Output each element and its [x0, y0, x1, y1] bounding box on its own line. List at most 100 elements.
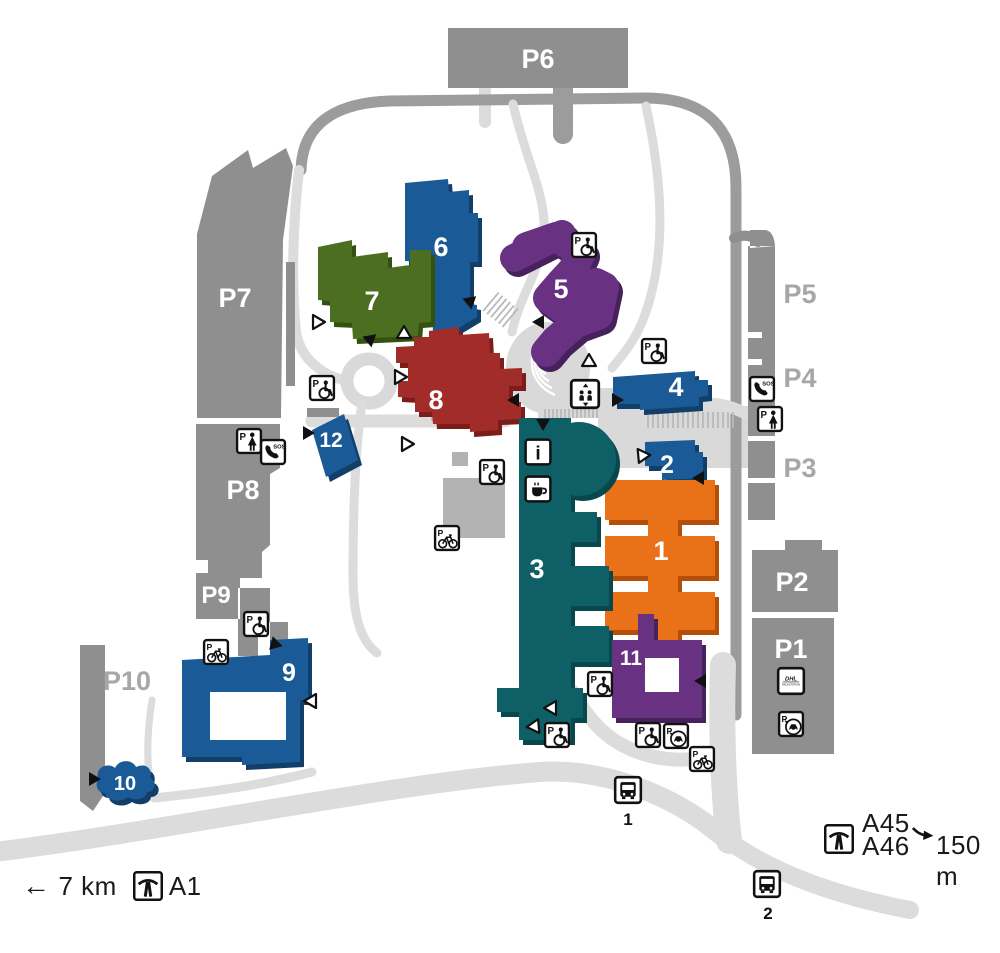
entrance-marker-icon: [89, 772, 101, 786]
icon-info: i: [524, 438, 552, 466]
entrance-marker-icon: [536, 419, 550, 431]
svg-text:P: P: [246, 615, 253, 626]
crosswalk: [647, 412, 734, 428]
motorway-a45-label: A45: [862, 808, 910, 838]
bus-stop-2-label: 2: [763, 904, 772, 923]
building-8: [396, 327, 526, 437]
parking-strip-gap: [746, 332, 762, 338]
parking-p9: [196, 573, 288, 656]
building-9-label: 9: [282, 659, 296, 687]
road: [709, 652, 742, 854]
svg-text:P: P: [239, 432, 246, 443]
icon-bus: [613, 775, 643, 805]
distance-a1-label: 7 km: [58, 870, 117, 901]
parking-p3-label: P3: [783, 453, 816, 483]
entrance-marker-icon: [694, 674, 706, 688]
icon-cafe: [524, 475, 552, 503]
svg-text:P: P: [312, 379, 319, 390]
secondary-entrance-marker-icon: [636, 447, 652, 464]
building-3: [497, 418, 620, 745]
service-building: [307, 408, 339, 417]
secondary-entrance-marker-icon: [393, 368, 409, 386]
parking-p7-label: P7: [218, 283, 251, 313]
svg-text:P: P: [547, 726, 554, 737]
entrance-markers: [89, 296, 706, 786]
svg-text:P: P: [760, 410, 767, 421]
icon-sos-phone: SOS: [748, 375, 776, 403]
parking-p9-label: P9: [201, 582, 230, 609]
building-6-label: 6: [433, 232, 448, 262]
road: [607, 101, 665, 373]
service-building: [286, 262, 295, 386]
motorway-icon: [132, 871, 163, 901]
parking-p10: [80, 645, 105, 811]
legend-a1: ← 7 km A1: [22, 870, 202, 902]
icon-parking-accessible: P: [242, 610, 270, 638]
parking-p5: [748, 230, 775, 520]
parking-p8: [196, 424, 280, 578]
building-5-label: 5: [553, 274, 568, 304]
icon-parking-accessible: P: [634, 721, 662, 749]
svg-text:SOS: SOS: [273, 444, 285, 450]
secondary-entrance-marker-icon: [580, 352, 598, 368]
building-9-courtyard: [210, 692, 286, 740]
entrance-marker-icon: [532, 315, 544, 329]
building-1: [605, 480, 719, 657]
icon-parking-accessible: P: [478, 458, 506, 486]
building-4-label: 4: [668, 372, 683, 402]
building-10: [96, 761, 159, 806]
parking-p8-label: P8: [226, 475, 259, 505]
building-11-courtyard: [645, 658, 679, 692]
distance-arrow-icon: [911, 827, 934, 840]
icon-bus: [752, 869, 782, 899]
road: [348, 398, 382, 658]
icon-elevator: [569, 378, 601, 410]
building-12: [312, 414, 362, 482]
building-7-label: 7: [364, 286, 379, 316]
building-10-label: 10: [114, 773, 136, 795]
parking-strip-gap: [746, 359, 762, 365]
parking-p7: [197, 148, 293, 418]
road: [295, 92, 742, 721]
building-3-label: 3: [529, 554, 544, 584]
svg-text:P: P: [437, 528, 443, 538]
entrance-marker-icon: [612, 393, 624, 407]
building-9: [182, 638, 312, 770]
building-7: [318, 240, 435, 344]
secondary-entrance-marker-icon: [542, 699, 558, 717]
entrance-marker-icon: [507, 393, 519, 407]
svg-text:P: P: [666, 726, 672, 736]
entrance-marker-icon: [269, 636, 283, 650]
motorway-a46-label: A46: [862, 831, 910, 861]
svg-text:DHL: DHL: [785, 677, 797, 683]
building-1-label: 1: [653, 536, 668, 566]
svg-text:i: i: [535, 443, 540, 464]
bus-stop-1-label: 1: [623, 810, 632, 829]
icon-parking-accessible: P: [543, 721, 571, 749]
icon-parking-women: P: [235, 427, 263, 455]
svg-text:P: P: [638, 726, 645, 737]
building-2: [645, 440, 707, 485]
parking-p2: [752, 540, 838, 612]
distance-150m-label: 150 m: [936, 830, 981, 891]
parking-areas: [80, 28, 838, 811]
building-12-label: 12: [319, 429, 342, 452]
icon-parking-accessible: P: [308, 374, 336, 402]
svg-text:P: P: [644, 342, 651, 353]
road: [149, 767, 317, 803]
svg-text:P: P: [692, 749, 698, 759]
service-building: [452, 452, 468, 466]
icon-parking-electric: P: [662, 722, 690, 750]
building-11: [612, 614, 706, 723]
motorway-a1-label: A1: [168, 870, 202, 901]
svg-text:SOS: SOS: [762, 381, 774, 387]
svg-text:PACKSTATION: PACKSTATION: [782, 682, 800, 686]
parking-p2-label: P2: [775, 567, 808, 597]
legend-a45-a46: A45 A46 150 m: [824, 808, 1000, 892]
parking-p6: [448, 28, 628, 88]
